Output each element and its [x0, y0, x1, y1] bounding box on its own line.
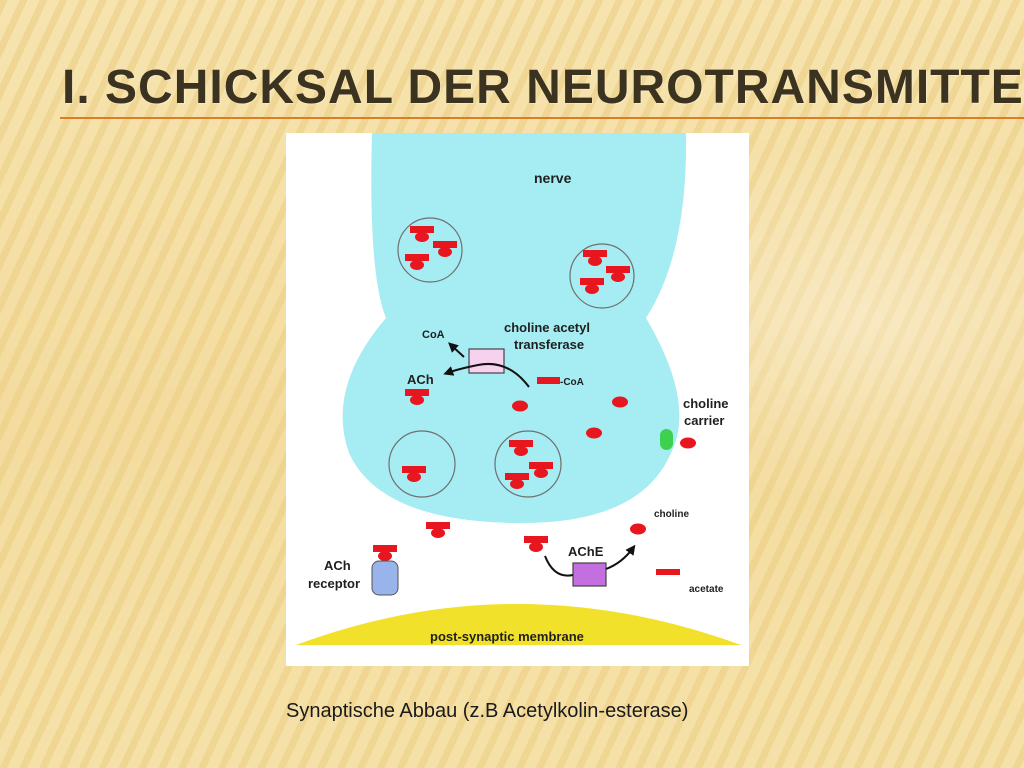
- enzyme-label-line2: transferase: [514, 337, 584, 352]
- vesicle-bottom-left: [388, 430, 456, 498]
- membrane-label: post-synaptic membrane: [430, 629, 584, 644]
- released-ach-molecule: [426, 522, 450, 538]
- ach-receptor-label-line2: receptor: [308, 576, 360, 591]
- slide-title: I. SCHICKSAL DER NEUROTRANSMITTER: [62, 61, 1024, 114]
- ach-label: ACh: [407, 372, 434, 387]
- choline-molecule: [612, 396, 628, 408]
- acetyl-coa-molecule: [537, 377, 560, 384]
- coa-arrow: [448, 342, 465, 358]
- choline-carrier: [660, 429, 673, 450]
- vesicle-top-right: [569, 243, 635, 309]
- acetyl-coa-label: -CoA: [560, 377, 584, 388]
- choline-molecule: [512, 400, 528, 412]
- enzyme-label-line1: choline acetyl: [504, 320, 590, 335]
- acetate-molecule: [656, 569, 680, 575]
- choline-product-molecule: [630, 523, 646, 535]
- nerve-label: nerve: [534, 170, 572, 186]
- bound-ach-molecule: [373, 545, 397, 561]
- choline-label: choline: [654, 509, 689, 520]
- title-underline: [60, 117, 1024, 119]
- ache-input-arrow: [544, 555, 574, 577]
- released-ach-molecule: [524, 536, 548, 552]
- diagram-svg: nerve choline acetyl transferase: [296, 133, 741, 645]
- ache-box: [572, 562, 607, 587]
- choline-molecule: [680, 437, 696, 449]
- choline-molecule: [586, 427, 602, 439]
- post-synaptic-membrane: [296, 604, 741, 645]
- ach-synthesis-arrow: [443, 363, 530, 388]
- figure-caption: Synaptische Abbau (z.B Acetylkolin-ester…: [286, 700, 689, 722]
- ach-receptor-label-line1: ACh: [324, 558, 351, 573]
- ache-output-arrow: [605, 544, 636, 570]
- ache-label: AChE: [568, 544, 604, 559]
- vesicle-top-left: [397, 217, 463, 283]
- coa-label: CoA: [422, 329, 445, 341]
- acetate-label: acetate: [689, 584, 724, 595]
- choline-acetyltransferase-box: [468, 348, 505, 374]
- choline-carrier-label-line2: carrier: [684, 413, 724, 428]
- vesicle-bottom-right: [494, 430, 562, 498]
- neurotransmitter-diagram: nerve choline acetyl transferase: [286, 133, 749, 666]
- choline-carrier-label-line1: choline: [683, 396, 729, 411]
- ach-receptor: [371, 560, 399, 596]
